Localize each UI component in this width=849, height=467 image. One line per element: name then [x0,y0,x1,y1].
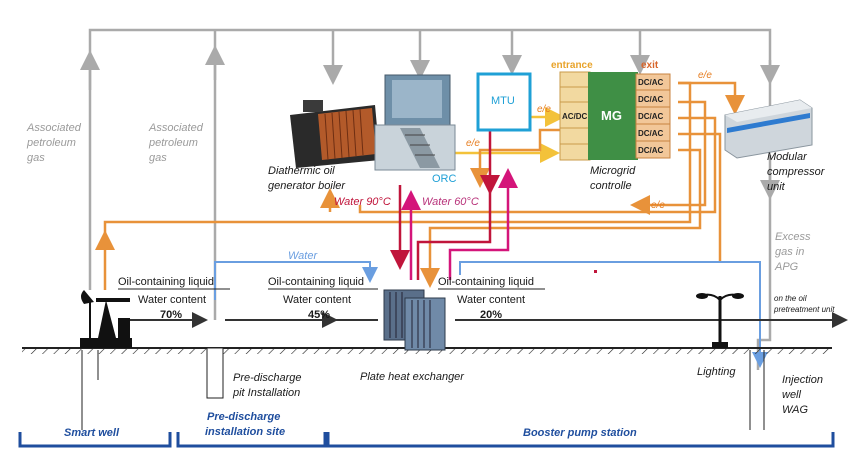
ee-label-2: e/e [537,104,551,115]
liquid2-value: 45% [308,309,330,321]
converter-stack [559,71,671,161]
water-label: Water [288,250,318,262]
ground [22,347,832,430]
ee-label-1: e/e [466,138,480,149]
heat-exchanger-icon [383,289,446,351]
water-warm-label: Water 60°C [422,196,479,208]
mg-label: MG [601,108,622,123]
liquid1-sub: Water content [138,294,206,306]
liquid3-sub: Water content [457,294,525,306]
orc-unit-icon [374,74,456,171]
acdc-label: AC/DC [562,112,588,121]
orange-flows [95,81,745,290]
liquid3-value: 20% [480,309,502,321]
liquid1-title: Oil-containing liquid [118,276,214,288]
zone-bar [18,432,835,448]
electric-network [450,107,565,163]
water-hot-label: Water 90°C [334,196,391,208]
mtu-label: MTU [491,95,515,107]
lighting-label: Lighting [697,366,736,378]
zone-smart-well: Smart well [64,427,120,439]
liquid1-value: 70% [160,309,182,321]
dcac-labels: DC/AC DC/AC DC/AC DC/AC DC/AC [638,78,666,155]
hot-water-flows [390,130,518,280]
boiler-icon [290,100,380,168]
liquid3-title: Oil-containing liquid [438,276,534,288]
water-flows [214,261,768,368]
compressor-icon [724,99,813,159]
liquid2-sub: Water content [283,294,351,306]
lighting-icon [696,293,744,348]
zone-booster: Booster pump station [523,427,637,439]
marker-dot [594,270,597,273]
exit-label: exit [641,60,659,71]
pump-jack-icon [80,290,132,348]
liquid2-title: Oil-containing liquid [268,276,364,288]
plate-hx-label: Plate heat exchanger [360,371,465,383]
ee-label-4: e/e [651,200,665,211]
mtu-box [476,72,532,132]
ee-label-3: e/e [698,70,712,81]
entrance-label: entrance [551,60,593,71]
orc-label: ORC [432,173,457,185]
